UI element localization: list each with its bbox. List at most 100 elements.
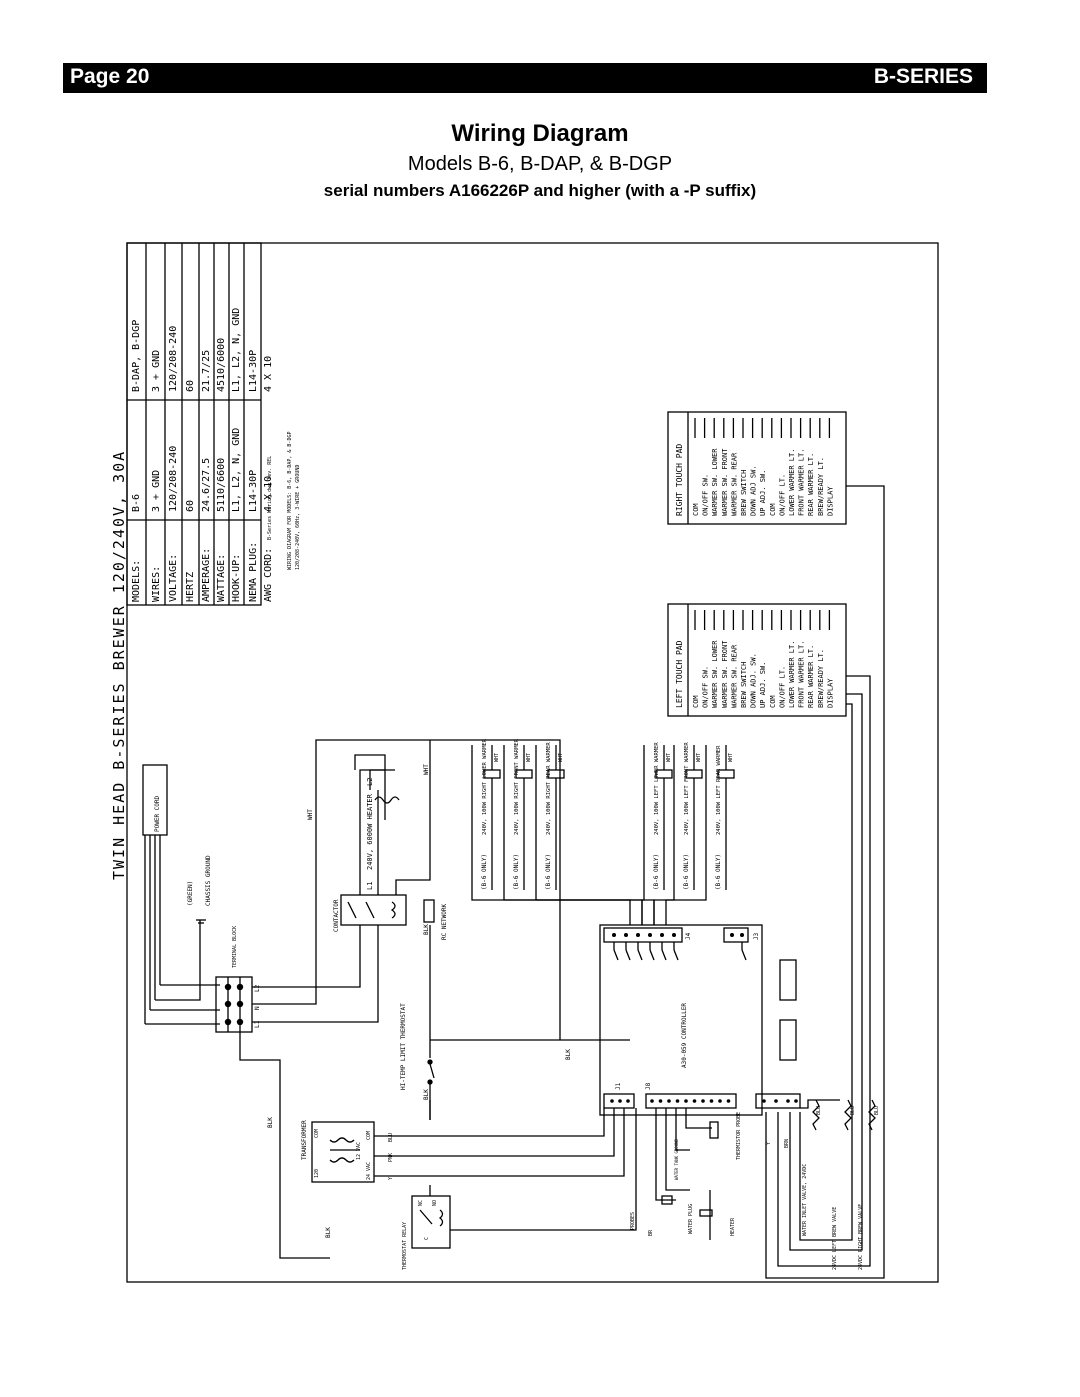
touch-pad-item: DOWN ADJ. SW. xyxy=(750,653,758,708)
note-line-3: 120/208-240V, 60Hz, 3-WIRE + GROUND xyxy=(295,465,301,570)
touch-pad-item: REAR WARMER LT. xyxy=(807,645,815,708)
terminal-block: TERMINAL BLOCK L2 N L1 xyxy=(215,926,261,1033)
touch-pad-item: UP ADJ. SW. xyxy=(759,662,767,708)
touch-pad-item: WARMER SW. REAR xyxy=(730,452,738,516)
warmer-note: (B-6 ONLY) xyxy=(683,854,690,890)
spec-cell: HERTZ xyxy=(185,572,196,602)
spec-table: MODELS: B-6 B-DAP, B-DGP WIRES:3 + GND3 … xyxy=(126,242,274,606)
warmers: 240V, 100W RIGHT LOWER WARMER (B-6 ONLY) W… xyxy=(471,738,735,925)
wire-blk-3: BLK xyxy=(565,1049,572,1060)
wire-blk-5: BLK xyxy=(325,1227,332,1238)
relay-no: NO xyxy=(432,1200,438,1206)
j3-label: J3 xyxy=(753,932,760,940)
warmer-wire xyxy=(641,745,645,925)
diagram-main-title: TWIN HEAD B-SERIES BREWER 120/240V, 30A xyxy=(110,450,128,880)
touch-pad-item: COM xyxy=(769,695,777,708)
warmer-note: (B-6 ONLY) xyxy=(481,854,488,890)
touch-pad-item: ON/OFF SW. xyxy=(702,474,710,516)
spec-cell: 120/208-240 xyxy=(168,326,179,392)
spec-cell: 3 + GND xyxy=(151,470,162,512)
wire-brn: BRN xyxy=(784,1139,790,1148)
controller-label: A30-059 CONTROLLER xyxy=(681,1003,688,1068)
touch-pad-item: FRONT WARMER LT. xyxy=(798,449,806,516)
wire-blk-2: BLK xyxy=(423,1089,430,1100)
heater-label: 240V, 6000W HEATER xyxy=(366,793,374,870)
power-cord: POWER CORD (GREEN) CHASSIS GROUND xyxy=(142,764,220,1025)
pin xyxy=(667,1099,671,1103)
wire-blk-1: BLK xyxy=(423,924,430,935)
models-subtitle: Models B-6, B-DAP, & B-DGP xyxy=(407,153,673,175)
warmer-wht: WHT xyxy=(728,753,734,762)
spec-header-bdap: B-DAP, B-DGP xyxy=(131,320,142,392)
warmer-label: 240V, 100W LEFT LOWER WARMER xyxy=(654,742,660,835)
j4-label: J4 xyxy=(685,932,692,940)
spec-cell: 5110/6600 xyxy=(216,458,227,512)
touch-pad-item: WARMER SW. FRONT xyxy=(721,640,729,708)
spec-cell: L1, L2, N, GND xyxy=(231,308,242,392)
spec-cell: 24.6/27.5 xyxy=(201,458,212,512)
spec-cell: 21.7/25 xyxy=(201,350,212,392)
warmer-wht: WHT xyxy=(526,753,532,762)
warmer-note: (B-6 ONLY) xyxy=(653,854,660,890)
n-label: N xyxy=(254,1006,261,1010)
spec-cell: AWG CORD: xyxy=(263,548,274,602)
pin xyxy=(610,1099,614,1103)
pin xyxy=(684,1099,688,1103)
wire-br: BR xyxy=(648,1229,654,1236)
l1-label: L1 xyxy=(254,1020,261,1028)
transformer-24vac: 24 VAC xyxy=(366,1162,372,1180)
controller: J4 J3 A30-059 CONTROLLER J1 J8 xyxy=(599,924,801,1116)
wire-blk-4: BLK xyxy=(267,1117,274,1128)
spec-header-b6: B-6 xyxy=(131,494,142,512)
hi-temp-thermostat: HI-TEMP LIMIT THERMOSTAT xyxy=(400,1003,435,1120)
diagram-frame xyxy=(126,242,939,1283)
warmer-note: (B-6 ONLY) xyxy=(513,854,520,890)
pin xyxy=(774,1099,778,1103)
spec-cell: L1, L2, N, GND xyxy=(231,428,242,512)
hi-temp-label: HI-TEMP LIMIT THERMOSTAT xyxy=(400,1003,407,1090)
warmer-label: 240V, 100W LEFT REAR WARMER xyxy=(716,745,722,835)
touch-pad-item: ON/OFF SW. xyxy=(702,666,710,708)
pin xyxy=(692,1099,697,1103)
spec-cell: AMPERAGE: xyxy=(201,548,212,602)
rc-network-label: RC NETWORK xyxy=(441,903,448,940)
main-wiring xyxy=(239,739,630,1259)
touch-pad-item: COM xyxy=(769,503,777,516)
wire-y-2: Y xyxy=(766,1142,772,1145)
touch-pad-item: WARMER SW. LOWER xyxy=(711,448,719,516)
warmer-label: 240V, 100W RIGHT LOWER WARMER xyxy=(482,738,488,835)
terminal-block-label: TERMINAL BLOCK xyxy=(232,926,238,968)
pin xyxy=(794,1099,798,1103)
touch-pad-cables xyxy=(765,485,885,1279)
spec-cell: 4510/6000 xyxy=(216,338,227,392)
spec-cell: L14-30P xyxy=(248,470,259,512)
page-title: Wiring Diagram xyxy=(451,120,629,147)
pin xyxy=(701,1099,705,1103)
warmer-wht: WHT xyxy=(494,753,500,762)
spec-header-models: MODELS: xyxy=(131,560,142,602)
wire-blu-1: BLU xyxy=(388,1133,394,1142)
thermostat-relay-label: THERMOSTAT RELAY xyxy=(402,1222,408,1270)
wire-blu-4: BLU xyxy=(874,1106,880,1115)
warmer-wire xyxy=(665,745,707,925)
page-header-bar: Page 20 B-SERIES xyxy=(63,63,987,93)
spec-cell: 120/208-240 xyxy=(168,446,179,512)
relay-nc: NC xyxy=(418,1200,424,1206)
touch-pad-item: COM xyxy=(692,503,700,516)
spec-cell: 4 X 10 xyxy=(263,476,274,512)
l2-label: L2 xyxy=(254,984,261,992)
spec-cell: 4 X 10 xyxy=(263,356,274,392)
warmer-wht: WHT xyxy=(696,753,702,762)
spec-cell: 3 + GND xyxy=(151,350,162,392)
touch-pad-item: UP ADJ. SW. xyxy=(759,470,767,516)
spec-cell: 60 xyxy=(185,380,196,392)
transformer: 120 COM COM 12 VAC 24 VAC TRANSFORMER BL… xyxy=(301,1108,625,1183)
thermostat-relay: NC NO C THERMOSTAT RELAY xyxy=(402,1108,637,1270)
heater-l2-label: L2 xyxy=(366,778,374,786)
pin xyxy=(762,1099,766,1103)
probes-label: PROBES xyxy=(630,1212,636,1230)
pin xyxy=(650,1099,654,1103)
warmer-wht: WHT xyxy=(666,753,672,762)
